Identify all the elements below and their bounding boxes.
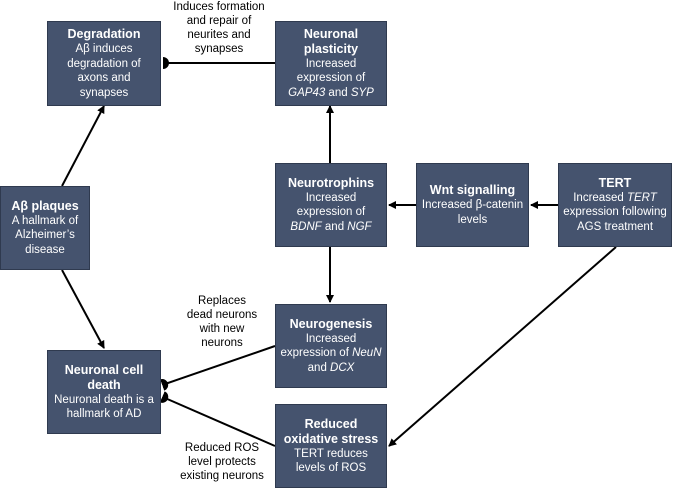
oxidative-body: TERT reduces levels of ROS <box>294 447 368 475</box>
neurotrophins-box: Neurotrophins Increased expression of BD… <box>275 163 387 247</box>
celldeath-body: Neuronal death is a hallmark of AD <box>54 393 154 421</box>
neurotrophins-title: Neurotrophins <box>287 175 375 190</box>
neurotrophins-body: Increased expression of BDNF and NGF <box>290 191 372 233</box>
wnt-body: Increased β-catenin levels <box>421 199 524 226</box>
degradation-box: Degradation Aβ induces degradation of ax… <box>47 21 161 106</box>
degradation-title: Degradation <box>67 27 141 41</box>
neurogenesis-title: Neurogenesis <box>289 316 373 331</box>
arrow-plaques-to-degradation <box>61 105 105 187</box>
celldeath-title: Neuronal cell death <box>64 362 144 392</box>
plaques-title: Aβ plaques <box>11 198 79 213</box>
plasticity-title: Neuronal plasticity <box>303 26 359 56</box>
tert-body: Increased TERT expression following AGS … <box>563 191 667 233</box>
oxidative-title: Reduced oxidative stress <box>283 416 379 446</box>
inhibit-oxidative-to-celldeath <box>159 391 276 447</box>
wnt-title: Wnt signalling <box>429 183 516 197</box>
plasticity-body: Increased expression of GAP43 and SYP <box>288 57 374 99</box>
plaques-box: Aβ plaques A hallmark of Alzheimer’s dis… <box>0 186 90 270</box>
arrow-plaques-to-celldeath <box>61 269 105 349</box>
note-ros: Reduced ROS level protects existing neur… <box>180 442 264 482</box>
plaques-body: A hallmark of Alzheimer’s disease <box>11 214 79 256</box>
inhibit-neurogenesis-to-celldeath <box>160 345 276 391</box>
celldeath-box: Neuronal cell death Neuronal death is a … <box>47 350 161 434</box>
tert-title: TERT <box>598 175 632 190</box>
note-replaces: Replaces dead neurons with new neurons <box>186 295 258 349</box>
neurogenesis-body: Increased expression of NeuN and DCX <box>280 332 382 374</box>
note-repair: Induces formation and repair of neurites… <box>173 1 265 55</box>
wnt-box: Wnt signalling Increased β-catenin level… <box>416 163 529 247</box>
oxidative-box: Reduced oxidative stress TERT reduces le… <box>275 404 387 488</box>
arrow-tert-to-oxidative <box>388 246 617 447</box>
degradation-body: Aβ induces degradation of axons and syna… <box>67 43 141 99</box>
neurogenesis-box: Neurogenesis Increased expression of Neu… <box>275 304 387 388</box>
tert-box: TERT Increased TERT expression following… <box>558 163 672 247</box>
plasticity-box: Neuronal plasticity Increased expression… <box>275 21 387 106</box>
